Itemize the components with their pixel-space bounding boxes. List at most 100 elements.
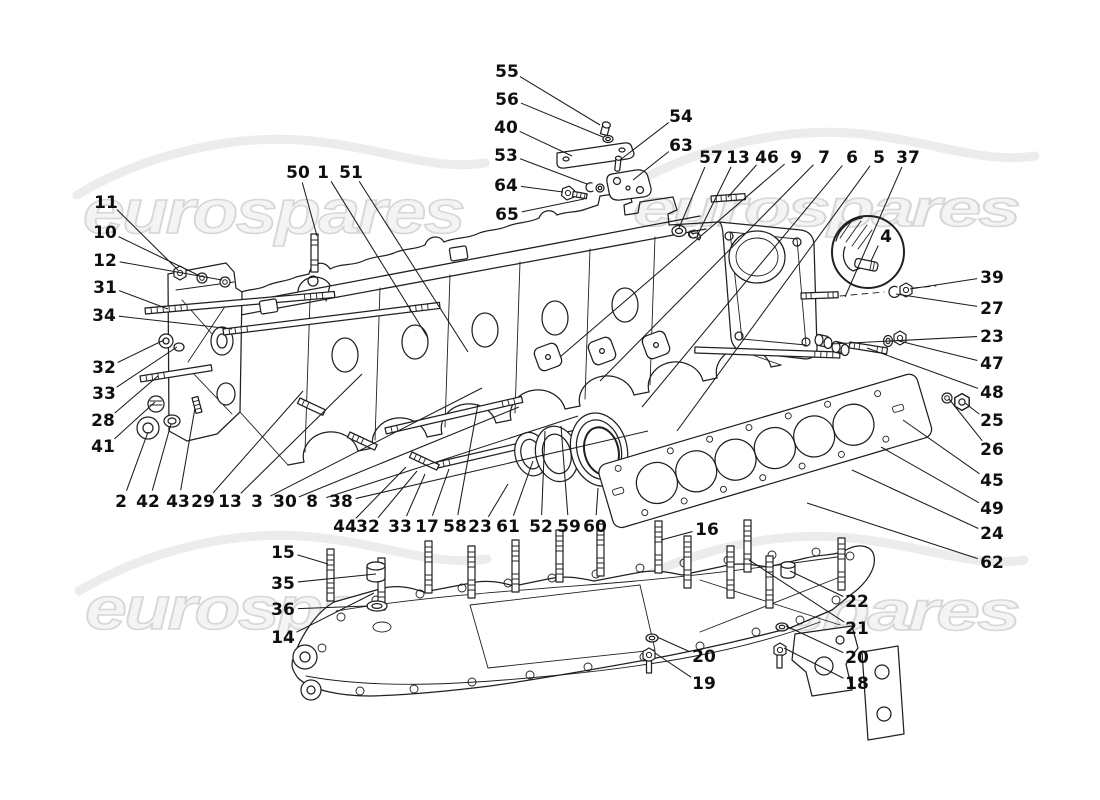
callout-label-39-20: 39 [980, 268, 1004, 288]
detail-circle [831, 215, 905, 289]
leader-line-39 [909, 278, 978, 290]
callout-label-35-60: 35 [271, 574, 295, 594]
leader-line-16 [660, 531, 693, 541]
nut-25 [954, 392, 970, 412]
engine-drawing [136, 121, 970, 741]
callout-label-22-64: 22 [845, 592, 869, 612]
leader-line-32 [117, 339, 165, 363]
callout-label-46-13: 46 [755, 148, 779, 168]
watermark-swoosh [74, 530, 492, 596]
washer-12 [219, 276, 231, 288]
washer-10 [196, 272, 208, 284]
leader-line-12 [119, 261, 223, 281]
callout-label-32-36: 32 [92, 358, 116, 378]
callout-label-7-15: 7 [818, 148, 830, 168]
callout-label-42-41: 42 [136, 492, 160, 512]
callout-label-64-4: 64 [494, 176, 518, 196]
callout-label-41-39: 41 [91, 437, 115, 457]
callout-label-6-16: 6 [846, 148, 858, 168]
callout-label-31-34: 31 [93, 278, 117, 298]
leader-line-48 [866, 347, 979, 389]
leader-line-45 [902, 419, 980, 475]
leader-line-33 [116, 346, 178, 388]
leader-line-40 [519, 130, 573, 157]
leader-line-54 [619, 122, 670, 161]
callout-label-23-22: 23 [980, 327, 1004, 347]
nut-47 [893, 330, 907, 346]
stud-50 [310, 233, 319, 273]
stud-rod [694, 346, 841, 359]
callout-label-44-49: 44 [333, 517, 357, 537]
leader-line-65 [521, 198, 585, 213]
callout-label-29-43: 29 [191, 492, 215, 512]
leader-line-30 [298, 406, 520, 498]
leader-line-55 [519, 76, 601, 126]
callout-label-20-66: 20 [845, 648, 869, 668]
callout-label-45-27: 45 [980, 471, 1004, 491]
leader-line-46 [727, 164, 757, 198]
leader-line-64 [520, 185, 564, 193]
bolt-19 [642, 647, 656, 663]
leader-line-37 [844, 166, 903, 298]
callout-label-34-35: 34 [92, 306, 116, 326]
leader-line-62 [806, 502, 978, 560]
leader-line-4 [870, 245, 879, 262]
leader-line-1 [330, 181, 429, 339]
callout-label-37-18: 37 [896, 148, 920, 168]
callout-label-19-69: 19 [692, 674, 716, 694]
stud-rod [408, 451, 440, 471]
watermark-text: eurospares [83, 178, 464, 247]
callout-label-20-68: 20 [692, 647, 716, 667]
callout-label-36-61: 36 [271, 600, 295, 620]
callout-label-63-7: 63 [669, 136, 693, 156]
callout-label-57-11: 57 [699, 148, 723, 168]
watermark-0: eurospares [72, 134, 490, 248]
callout-label-49-28: 49 [980, 499, 1004, 519]
callout-label-62-30: 62 [980, 553, 1004, 573]
leader-line-38 [355, 430, 649, 500]
leader-line-10 [118, 236, 201, 277]
leader-line-23 [487, 483, 509, 518]
leader-line-23 [830, 336, 978, 345]
callout-label-54-6: 54 [669, 107, 693, 127]
callout-label-25-25: 25 [980, 411, 1004, 431]
leader-line-49 [880, 446, 980, 504]
leader-line-7 [599, 164, 814, 382]
callout-label-65-5: 65 [495, 205, 519, 225]
callout-label-28-38: 28 [91, 411, 115, 431]
leader-line-14 [296, 592, 375, 633]
leader-line-60 [595, 487, 599, 516]
callout-label-15-59: 15 [271, 543, 295, 563]
callout-label-16-63: 16 [695, 520, 719, 540]
leader-line-33 [406, 473, 426, 517]
callout-label-26-26: 26 [980, 440, 1004, 460]
watermark-swoosh [611, 531, 1029, 597]
leader-line-19 [654, 652, 692, 678]
leader-line-3 [270, 387, 483, 497]
callout-label-3-45: 3 [251, 492, 263, 512]
watermark-text: eurospares [633, 180, 1020, 238]
leader-lines [114, 76, 983, 679]
callout-label-14-62: 14 [271, 628, 295, 648]
head-gasket [598, 373, 933, 529]
leader-line-61 [512, 460, 534, 516]
leader-line-13 [240, 373, 363, 494]
callout-label-9-14: 9 [790, 148, 802, 168]
leader-line-42 [151, 423, 172, 491]
callout-label-17-52: 17 [415, 517, 439, 537]
callout-label-47-23: 47 [980, 354, 1004, 374]
leader-line-50 [301, 182, 318, 237]
leader-line-20 [656, 636, 691, 653]
bearing-arches [287, 347, 782, 466]
callout-label-55-0: 55 [495, 62, 519, 82]
leader-line-2 [125, 431, 149, 491]
callout-label-52-56: 52 [529, 517, 553, 537]
watermark-1: eurospares [622, 127, 1040, 239]
callout-label-30-46: 30 [273, 492, 297, 512]
leader-line-22 [789, 570, 844, 597]
leader-line-58 [457, 403, 479, 516]
callout-label-1-9: 1 [317, 163, 329, 183]
leader-line-13 [696, 166, 732, 237]
leader-line-24 [851, 469, 979, 529]
